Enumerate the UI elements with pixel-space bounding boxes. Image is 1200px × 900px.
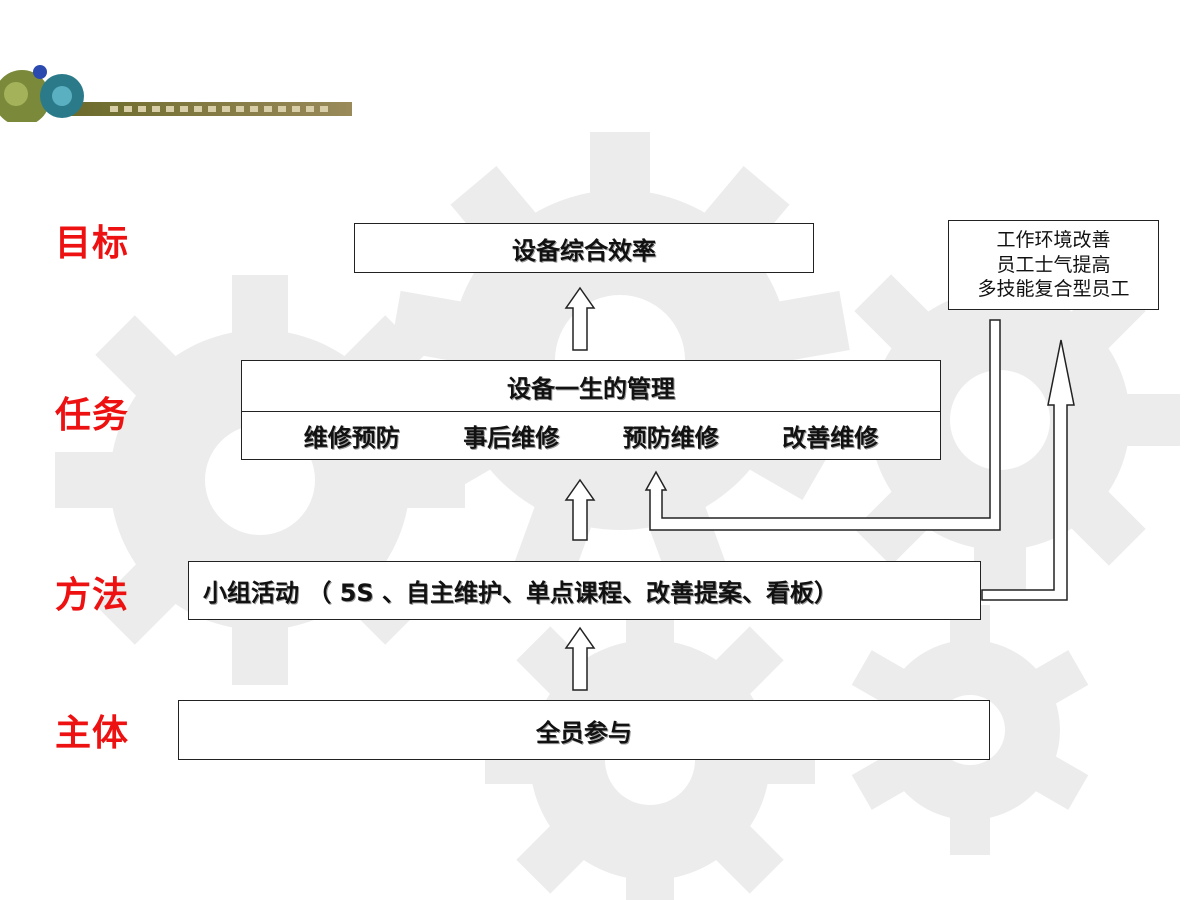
outcome-item: 工作环境改善	[996, 228, 1111, 251]
method-box: 小组活动 （ 5S 、自主维护、单点课程、改善提案、看板）	[188, 561, 981, 620]
arrow-method-to-outcome	[981, 339, 1075, 601]
method-text: 小组活动 （ 5S 、自主维护、单点课程、改善提案、看板）	[203, 579, 839, 607]
arrow-method-to-task	[564, 478, 596, 541]
subject-box: 全员参与	[178, 700, 990, 760]
goal-text: 设备综合效率	[512, 236, 656, 265]
outcome-box: 工作环境改善 员工士气提高 多技能复合型员工	[948, 220, 1159, 310]
task-title-row: 设备一生的管理	[242, 361, 940, 412]
task-title: 设备一生的管理	[507, 374, 675, 403]
label-goal: 目标	[55, 223, 130, 264]
task-item: 预防维修	[622, 423, 719, 452]
task-box: 设备一生的管理 维修预防 事后维修 预防维修 改善维修	[241, 360, 941, 460]
outcome-item: 多技能复合型员工	[977, 278, 1130, 301]
label-method: 方法	[55, 575, 130, 616]
task-items-row: 维修预防 事后维修 预防维修 改善维修	[242, 411, 940, 459]
task-item: 改善维修	[782, 423, 879, 452]
label-subject: 主体	[55, 713, 130, 754]
subject-text: 全员参与	[536, 718, 632, 747]
goal-box: 设备综合效率	[354, 223, 814, 273]
outcome-item: 员工士气提高	[996, 253, 1111, 276]
arrow-outcome-to-task	[644, 319, 1001, 531]
gear-logo-icon	[0, 65, 352, 122]
task-item: 事后维修	[463, 423, 560, 452]
arrow-subject-to-method	[564, 626, 596, 691]
label-task: 任务	[55, 395, 130, 436]
arrow-task-to-goal	[564, 286, 596, 351]
task-item: 维修预防	[303, 423, 400, 452]
